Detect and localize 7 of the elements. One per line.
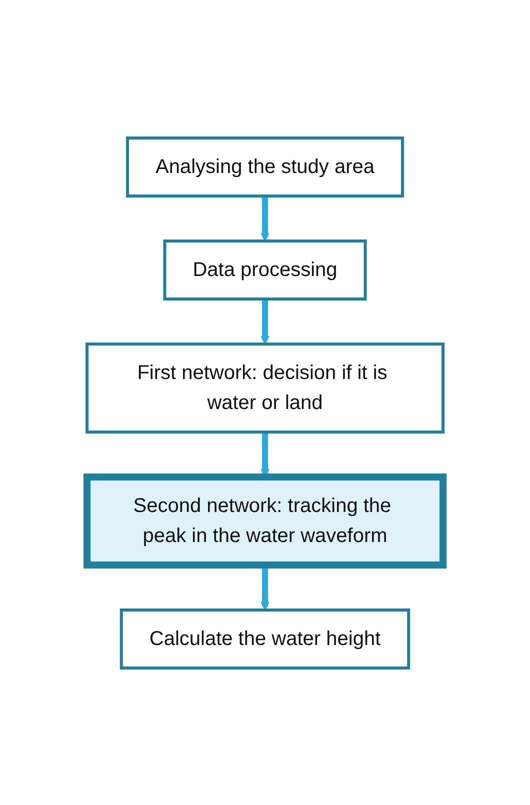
arrow: [260, 196, 270, 241]
node-box: First network: decision if it is water or land: [86, 342, 444, 433]
node-box: Analysing the study area: [126, 136, 404, 197]
node-box: Second network: tracking the peak in the water waveform: [84, 473, 446, 568]
arrow: [260, 298, 270, 344]
node-box: Calculate the water height: [120, 608, 410, 669]
node-box: Data processing: [163, 239, 367, 300]
